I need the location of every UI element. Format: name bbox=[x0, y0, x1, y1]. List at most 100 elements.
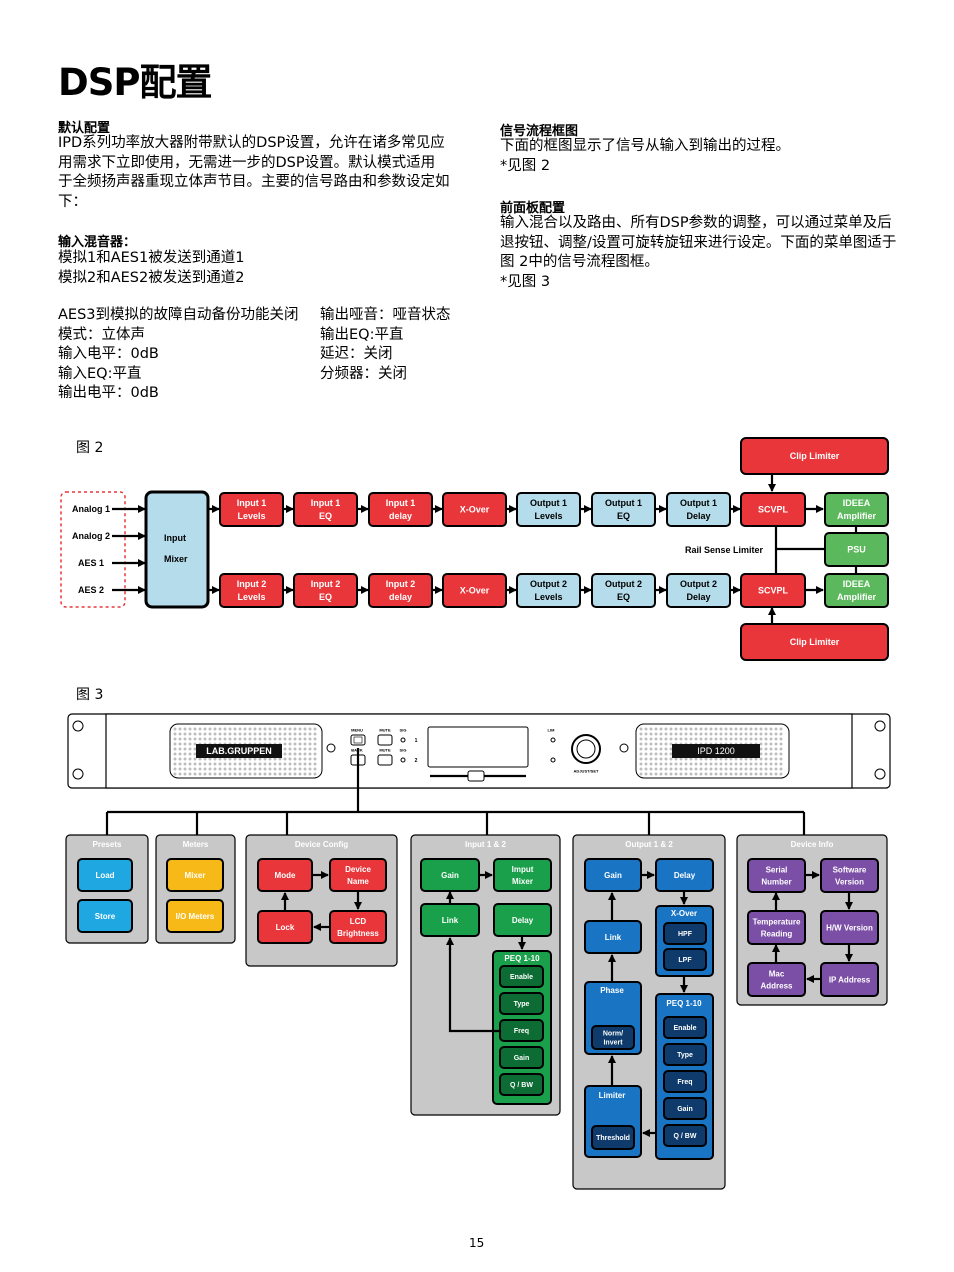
vent-hole bbox=[308, 732, 312, 736]
vent-hole bbox=[689, 772, 693, 776]
rack-screw bbox=[874, 720, 886, 732]
vent-hole bbox=[278, 732, 282, 736]
vent-hole bbox=[173, 727, 177, 731]
vent-hole bbox=[719, 767, 723, 771]
vent-hole bbox=[679, 762, 683, 766]
vent-hole bbox=[649, 737, 653, 741]
vent-hole bbox=[193, 727, 197, 731]
vent-hole bbox=[709, 732, 713, 736]
vent-hole bbox=[203, 732, 207, 736]
vent-hole bbox=[654, 737, 658, 741]
vent-hole bbox=[288, 752, 292, 756]
channel-label: 2 bbox=[415, 758, 418, 764]
vent-hole bbox=[213, 772, 217, 776]
ch1-block-6-label: Delay bbox=[686, 511, 710, 521]
vent-hole bbox=[649, 752, 653, 756]
vent-hole bbox=[694, 737, 698, 741]
vent-hole bbox=[659, 762, 663, 766]
rail-sense-label: Rail Sense Limiter bbox=[685, 545, 764, 555]
vent-hole bbox=[298, 747, 302, 751]
vent-hole bbox=[313, 742, 317, 746]
vent-hole bbox=[759, 757, 763, 761]
xover-title: X-Over bbox=[671, 909, 697, 918]
vent-hole bbox=[704, 772, 708, 776]
vent-hole bbox=[669, 737, 673, 741]
vent-hole bbox=[659, 737, 663, 741]
vent-hole bbox=[654, 772, 658, 776]
vent-hole bbox=[188, 767, 192, 771]
vent-hole bbox=[654, 727, 658, 731]
vent-hole bbox=[188, 757, 192, 761]
vent-hole bbox=[749, 737, 753, 741]
vent-hole bbox=[694, 772, 698, 776]
vent-hole bbox=[769, 752, 773, 756]
load-button-label: Load bbox=[95, 871, 114, 880]
vent-hole bbox=[749, 727, 753, 731]
software-version-button-label: Version bbox=[835, 877, 864, 886]
vent-hole bbox=[213, 762, 217, 766]
vent-hole bbox=[228, 767, 232, 771]
rack-screw bbox=[874, 768, 886, 780]
amplifier-block-2-label: IDEEA bbox=[843, 579, 871, 589]
vent-hole bbox=[263, 772, 267, 776]
vent-hole bbox=[769, 747, 773, 751]
vent-hole bbox=[183, 742, 187, 746]
ch2-block-0-label: Input 2 bbox=[237, 579, 267, 589]
vent-hole bbox=[644, 767, 648, 771]
ch2-block-2-label: delay bbox=[389, 592, 412, 602]
vent-hole bbox=[739, 737, 743, 741]
vent-hole bbox=[178, 762, 182, 766]
vent-hole bbox=[779, 762, 783, 766]
vent-hole bbox=[739, 762, 743, 766]
vent-hole bbox=[273, 732, 277, 736]
vent-hole bbox=[639, 762, 643, 766]
vent-hole bbox=[188, 772, 192, 776]
menu-label: MENU bbox=[351, 727, 363, 732]
vent-hole bbox=[744, 772, 748, 776]
ch1-block-2-label: delay bbox=[389, 511, 412, 521]
vent-hole bbox=[719, 732, 723, 736]
vent-hole bbox=[223, 772, 227, 776]
lock-button bbox=[257, 910, 313, 944]
brand-badge bbox=[196, 744, 282, 758]
vent-hole bbox=[298, 772, 302, 776]
vent-hole bbox=[764, 732, 768, 736]
ch2-block-5-label: EQ bbox=[617, 592, 630, 602]
input-group-title: Input 1 & 2 bbox=[465, 840, 506, 849]
vent-hole bbox=[293, 772, 297, 776]
vent-hole bbox=[263, 727, 267, 731]
vent-hole bbox=[188, 732, 192, 736]
vent-hole bbox=[754, 732, 758, 736]
vent-hole bbox=[298, 752, 302, 756]
vent-hole bbox=[734, 767, 738, 771]
vent-hole bbox=[258, 737, 262, 741]
store-button bbox=[77, 899, 133, 933]
vent-hole bbox=[729, 762, 733, 766]
vent-hole bbox=[248, 767, 252, 771]
vent-hole bbox=[308, 737, 312, 741]
output-group-title: Output 1 & 2 bbox=[625, 840, 673, 849]
vent-hole bbox=[283, 762, 287, 766]
vent-hole bbox=[228, 772, 232, 776]
panel-heading: 前面板配置 bbox=[500, 201, 566, 216]
vent-hole bbox=[183, 752, 187, 756]
device-name-button-label: Name bbox=[347, 877, 369, 886]
amplifier-block-1-label: IDEEA bbox=[843, 498, 871, 508]
vent-hole bbox=[208, 767, 212, 771]
vent-hole bbox=[749, 732, 753, 736]
input-mixer-button-label: Imput bbox=[512, 865, 534, 874]
vent-hole bbox=[238, 727, 242, 731]
vent-hole bbox=[218, 727, 222, 731]
vent-hole bbox=[223, 732, 227, 736]
ip-address-button-label: IP Address bbox=[829, 975, 871, 984]
vent-hole bbox=[769, 772, 773, 776]
input-peq-3 bbox=[499, 1046, 544, 1069]
vent-hole bbox=[213, 727, 217, 731]
vent-hole bbox=[283, 747, 287, 751]
vent-hole bbox=[654, 742, 658, 746]
hw-version-button-label: H/W Version bbox=[826, 923, 873, 932]
vent-hole bbox=[744, 767, 748, 771]
panel-button bbox=[377, 754, 393, 766]
lcd-brightness-button bbox=[329, 910, 387, 944]
